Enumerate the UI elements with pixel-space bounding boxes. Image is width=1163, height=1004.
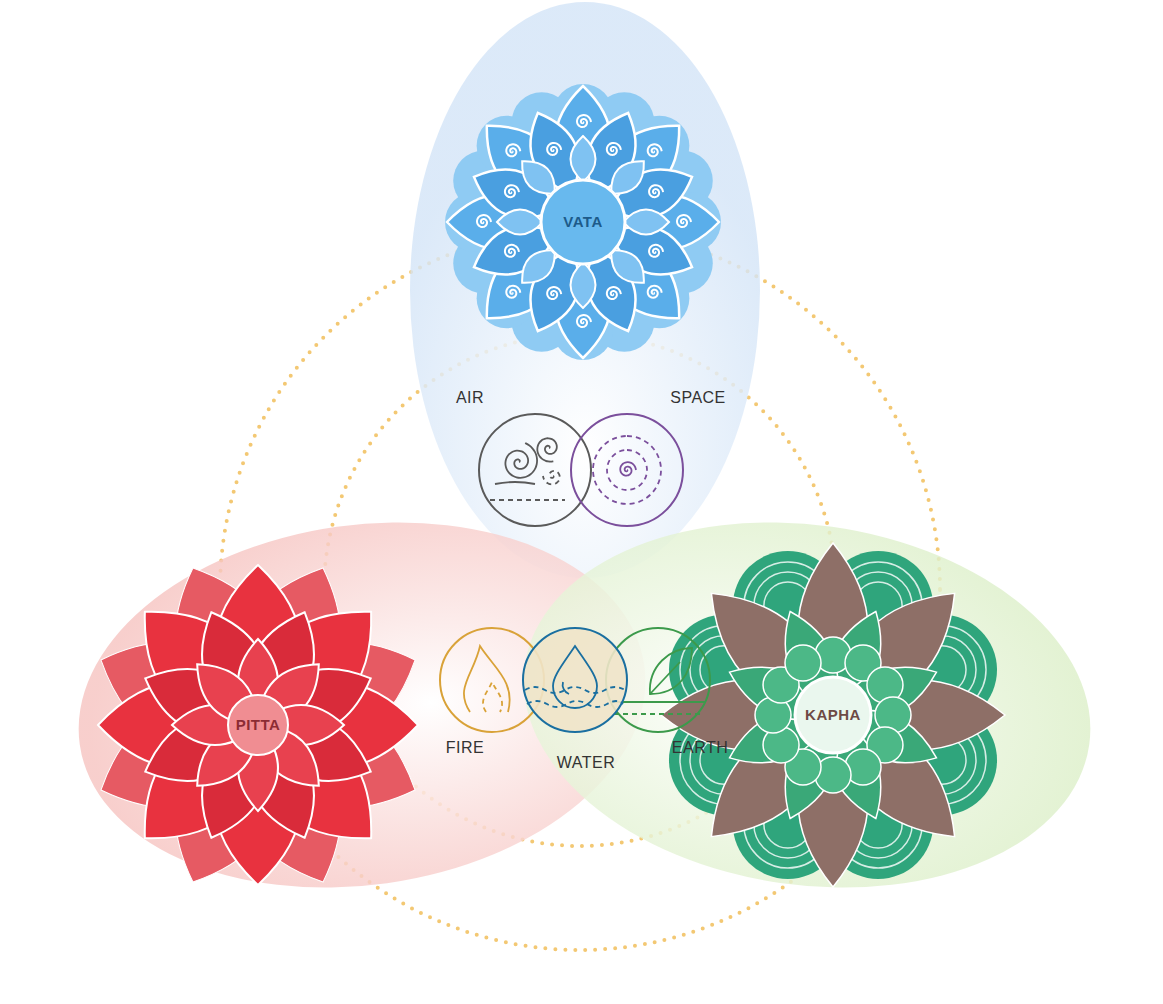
air-swirl [505,443,537,478]
element-ring [571,414,683,526]
mandala-petal [571,262,596,308]
space-ring [593,436,661,504]
earth-leaf [650,662,680,694]
dosha-name: KAPHA [805,707,861,724]
mandala-swirl [547,287,561,299]
dosha-region: VATAAIRSPACE [405,0,765,585]
element-circle: SPACE [570,413,684,527]
water-wave [527,701,623,707]
earth-leaf [650,648,692,694]
mandala-swirl [506,286,520,298]
space-swirl [620,462,636,475]
mandala-petal [497,210,543,235]
fire-flame [464,646,510,712]
mandala-swirl [505,245,519,257]
dosha-name: PITTA [236,717,281,734]
mandala-swirl [607,143,621,155]
element-label: WATER [557,754,616,772]
node-outline [570,413,684,527]
mandala-swirl [577,115,591,127]
mandala-swirl [649,245,663,257]
earth-ground [614,713,702,715]
element-ring [523,628,627,732]
dosha-ellipse [410,2,760,578]
mandala-bead [785,645,821,681]
mandala-swirl [648,144,662,156]
mandala-petal [623,210,669,235]
mandala-center [228,695,288,755]
dosha-ellipse [500,487,1115,923]
space-ring [607,450,647,490]
element-ring [479,414,591,526]
element-circle: AIR [478,413,592,527]
mandala-swirl [677,215,691,227]
fire-flame [483,682,502,712]
mandala-swirl [607,287,621,299]
mandala-swirl [648,286,662,298]
mandala-swirl [506,144,520,156]
mandala-swirl [577,315,591,327]
element-ring [606,628,710,732]
element-label: SPACE [670,389,726,407]
mandala-swirl [547,143,561,155]
mandala-petal [571,136,596,182]
dosha-ellipse [55,487,670,923]
air-swirl [543,471,560,484]
air-swirl [537,438,556,461]
dosha-name: VATA [563,214,603,231]
mandala-swirl [477,215,491,227]
air-line [490,499,565,501]
air-line [495,482,535,484]
mandala-swirl [505,185,519,197]
element-label: EARTH [672,739,728,757]
element-label: FIRE [446,739,484,757]
element-circle: WATER [522,627,628,733]
water-wave [525,687,625,693]
mandala [661,543,1005,887]
node-outline [478,413,592,527]
mandala-center [795,677,871,753]
water-drop [553,646,597,708]
earth-ground [610,701,706,703]
mandala-petal [115,582,288,755]
mandala [83,550,433,900]
node-outline [522,627,628,733]
mandala-swirl [649,185,663,197]
mandala-center [541,180,625,264]
element-label: AIR [456,389,484,407]
mandala [445,84,721,360]
